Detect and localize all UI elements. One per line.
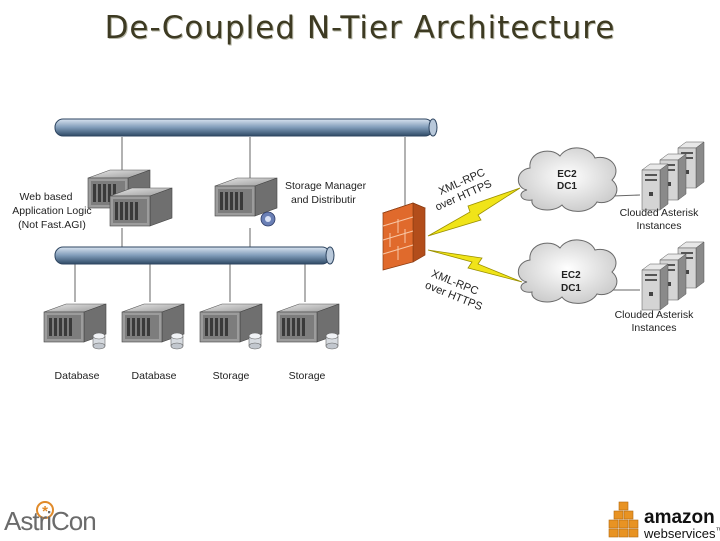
amazon-logo-text: amazon xyxy=(644,507,715,528)
top-network-bus xyxy=(54,118,438,137)
clouded-asterisk-lower-line1: Clouded Asterisk xyxy=(615,309,695,321)
clouded-asterisk-lower-line2: Instances xyxy=(632,322,677,334)
page-title: De-Coupled N-Tier Architecture xyxy=(104,10,616,46)
webservices-logo-text: webservices xyxy=(644,526,716,541)
web-app-label-line3: (Not Fast.AGI) xyxy=(18,219,86,231)
storage-manager-label-line2: and Distributir xyxy=(291,194,356,206)
web-app-label-line2: Application Logic xyxy=(12,205,91,217)
bottom-label-database-1: Database xyxy=(55,370,100,382)
svg-text:*: * xyxy=(42,503,48,520)
cloud-upper-label-line1: EC2 xyxy=(557,169,577,180)
astricon-logo: AstriCon xyxy=(4,506,97,537)
bottom-label-database-2: Database xyxy=(132,370,177,382)
bottom-servers xyxy=(43,303,340,350)
lightning-bolt-lower xyxy=(427,249,523,283)
astricon-logo-text: AstriCon xyxy=(4,506,97,536)
bottom-label-storage-2: Storage xyxy=(289,370,326,382)
ec2-cloud-upper xyxy=(517,147,618,212)
bottom-label-storage-1: Storage xyxy=(213,370,250,382)
web-app-label-line1: Web based xyxy=(20,191,73,203)
asterisk-instances-lower xyxy=(641,241,705,311)
amazon-webservices-logo: amazon webservices™ xyxy=(644,508,720,540)
clouded-asterisk-upper-line1: Clouded Asterisk xyxy=(620,207,700,219)
cloud-upper-label-line2: DC1 xyxy=(557,181,577,192)
astricon-asterisk-icon: * xyxy=(36,501,54,520)
firewall xyxy=(382,202,426,271)
storage-manager-server xyxy=(214,177,278,227)
web-app-servers xyxy=(87,169,173,227)
amazon-boxes-icon xyxy=(608,501,639,538)
ec2-cloud-lower xyxy=(517,239,618,304)
cloud-lower-label-line1: EC2 xyxy=(561,270,581,281)
trademark-symbol: ™ xyxy=(715,526,720,535)
clouded-asterisk-upper-line2: Instances xyxy=(637,220,682,232)
storage-manager-label-line1: Storage Manager xyxy=(285,180,367,192)
asterisk-instances-upper xyxy=(641,141,705,211)
middle-network-bus xyxy=(54,246,335,265)
lightning-bolt-upper xyxy=(427,187,521,237)
cloud-lower-label-line2: DC1 xyxy=(561,283,581,294)
